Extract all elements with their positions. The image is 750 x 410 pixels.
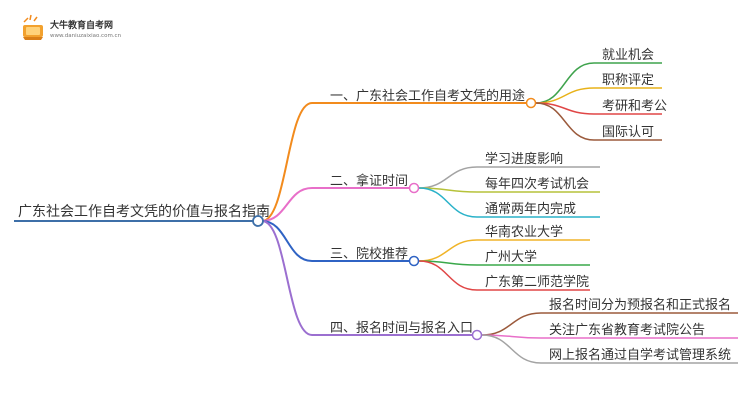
leaf-label: 职称评定 [602,73,654,88]
leaf-connector [418,260,590,291]
branch-node [525,97,537,109]
leaf-label: 通常两年内完成 [485,201,576,217]
branch-connector [261,220,326,336]
branch-node [408,182,420,194]
branch-node [408,255,420,267]
branch-node [471,329,483,341]
leaf-label: 华南农业大学 [485,224,563,240]
branch-label: 二、拿证时间 [330,173,408,189]
leaf-connector [481,312,738,336]
leaf-label: 每年四次考试机会 [485,176,589,192]
leaf-connector [418,166,600,189]
branch-connector [261,102,326,222]
leaf-connector [418,239,590,262]
root-node [252,215,264,227]
logo-name: 大牛教育自考网 [50,21,114,31]
leaf-label: 就业机会 [602,48,654,63]
branch-label: 一、广东社会工作自考文凭的用途 [330,88,525,104]
branch-label: 四、报名时间与报名入口 [330,320,473,336]
branch-label: 三、院校推荐 [330,246,408,262]
leaf-connector [535,87,662,104]
leaf-connector [535,102,662,115]
logo-url: www.daniuzaixiao.com.cn [50,33,122,39]
leaf-label: 国际认可 [602,125,654,140]
leaf-label: 考研和考公 [602,99,667,114]
leaf-label: 学习进度影响 [485,151,563,167]
leaf-connector [535,62,662,104]
leaf-label: 网上报名通过自学考试管理系统 [549,347,731,363]
leaf-label: 关注广东省教育考试院公告 [549,322,705,338]
branch-connector [261,220,326,262]
leaf-connector [481,334,738,364]
logo: 大牛教育自考网 www.daniuzaixiao.com.cn [18,14,138,48]
leaf-connector [418,187,600,218]
branch-connector [261,187,326,222]
leaf-label: 广州大学 [485,249,537,265]
logo-icon [23,14,43,40]
root-label: 广东社会工作自考文凭的价值与报名指南 [18,204,270,220]
leaf-label: 报名时间分为预报名和正式报名 [549,297,731,313]
leaf-connector [535,102,662,141]
leaf-label: 广东第二师范学院 [485,274,589,290]
